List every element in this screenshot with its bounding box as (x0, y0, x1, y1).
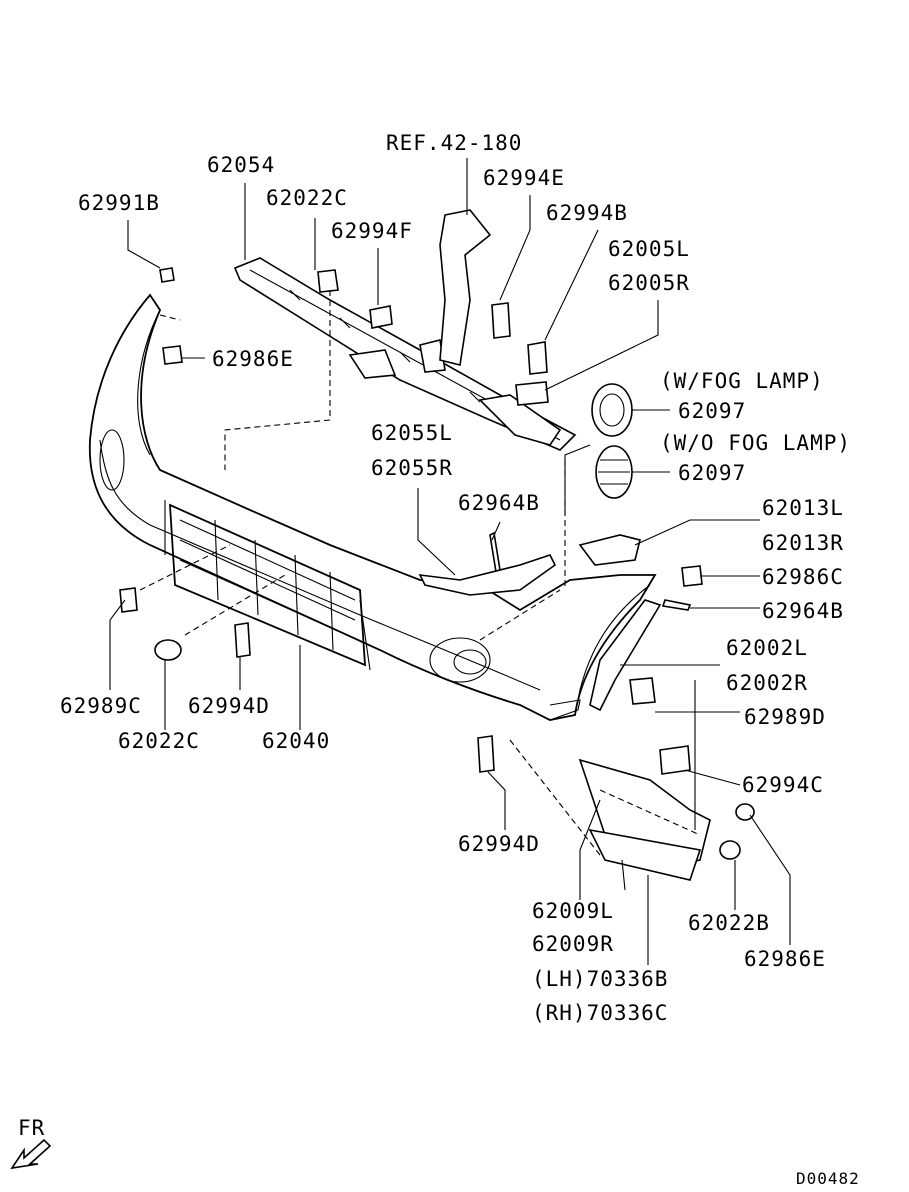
label-62022c-top: 62022C (266, 186, 348, 210)
label-62040: 62040 (262, 729, 330, 753)
label-62964b-right: 62964B (762, 599, 844, 623)
label-62013r: 62013R (762, 531, 844, 555)
label-62022b: 62022B (688, 911, 770, 935)
label-62055l: 62055L (371, 421, 453, 445)
diagram-code: D00482 (796, 1169, 860, 1187)
label-62989d: 62989D (744, 705, 826, 729)
label-62097-a: 62097 (678, 399, 746, 423)
label-62994d-left: 62994D (188, 694, 270, 718)
label-wofog: (W/O FOG LAMP) (660, 431, 851, 455)
label-62009l: 62009L (532, 899, 614, 923)
dashed-lines (139, 290, 701, 856)
label-62054: 62054 (207, 153, 275, 177)
label-62002r: 62002R (726, 671, 808, 695)
label-62009r: 62009R (532, 932, 614, 956)
label-rh: (RH)70336C (532, 1001, 668, 1025)
label-62994d-bottom: 62994D (458, 832, 540, 856)
label-62989c: 62989C (60, 694, 142, 718)
label-62097-b: 62097 (678, 461, 746, 485)
label-62994b: 62994B (546, 201, 628, 225)
front-bumper-cover (88, 293, 657, 721)
label-62964b-mid: 62964B (458, 491, 540, 515)
leader-lines (109, 158, 791, 965)
label-62986c: 62986C (762, 565, 844, 589)
label-62994f: 62994F (331, 219, 413, 243)
fog-lamp-bezels (591, 383, 633, 499)
ref-bracket (439, 209, 492, 366)
label-lh: (LH)70336B (532, 967, 668, 991)
label-62986e-right: 62986E (744, 947, 826, 971)
side-brackets (418, 534, 711, 881)
ref-label: REF.42-180 (386, 131, 522, 155)
label-62005r: 62005R (608, 271, 690, 295)
front-arrow: FR (10, 1116, 52, 1170)
fasteners (119, 267, 755, 860)
fr-label: FR (18, 1116, 45, 1140)
label-wfog: (W/FOG LAMP) (660, 369, 824, 393)
label-62013l: 62013L (762, 496, 844, 520)
label-62055r: 62055R (371, 456, 453, 480)
label-62994c: 62994C (742, 773, 824, 797)
label-62002l: 62002L (726, 636, 808, 660)
label-62994e: 62994E (483, 166, 565, 190)
label-62991b: 62991B (78, 191, 160, 215)
label-62986e-left: 62986E (212, 347, 294, 371)
label-62022c-bottom: 62022C (118, 729, 200, 753)
label-62005l: 62005L (608, 237, 690, 261)
grille (169, 503, 366, 667)
upper-reinforcement (233, 257, 577, 451)
